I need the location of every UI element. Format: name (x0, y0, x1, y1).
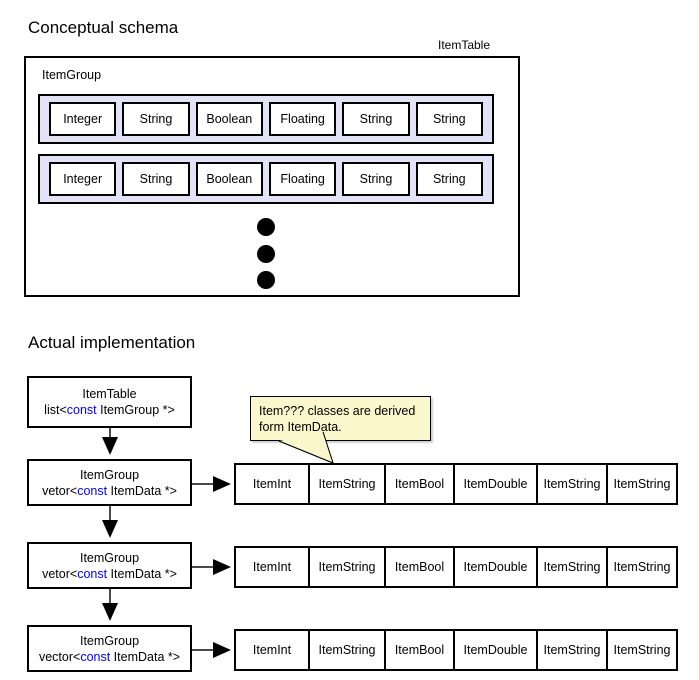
data-cell: ItemString (310, 465, 386, 503)
data-cell: ItemString (538, 548, 608, 586)
data-cell: ItemString (538, 465, 608, 503)
data-cell: ItemString (538, 631, 608, 669)
itemgroup-label: ItemGroup (42, 68, 102, 82)
itemtable-outer-label: ItemTable (438, 38, 491, 52)
conceptual-schema-heading: Conceptual schema (28, 18, 179, 37)
itemgroup-impl-title: ItemGroup (79, 550, 140, 565)
actual-implementation-heading: Actual implementation (28, 333, 196, 352)
itemgroup-band-1: Integer String Boolean Floating String S… (38, 94, 494, 144)
itemgroup-impl-title: ItemGroup (79, 467, 140, 482)
vertical-ellipsis-dot (257, 245, 275, 263)
const-keyword: const (66, 403, 97, 417)
itemtable-impl-title: ItemTable (82, 387, 137, 401)
itemgroup-band-2: Integer String Boolean Floating String S… (38, 154, 494, 204)
itemgroup-impl-box-1: ItemGroup vetor<const ItemData *> (27, 459, 192, 506)
data-cell: ItemDouble (455, 631, 538, 669)
data-cell: ItemBool (386, 631, 455, 669)
type-suffix: ItemData *> (107, 566, 177, 581)
type-cell: String (122, 162, 190, 196)
itemdata-row-1: ItemInt ItemString ItemBool ItemDouble I… (234, 463, 678, 505)
type-cell: String (415, 162, 483, 196)
data-cell: ItemDouble (455, 465, 538, 503)
itemgroup-impl-box-3: ItemGroup vector<const ItemData *> (27, 625, 192, 672)
itemtable-container: ItemGroup Integer String Boolean Floatin… (24, 56, 520, 297)
itemgroup-impl-type: vetor<const ItemData *> (42, 566, 177, 582)
type-cell: String (415, 102, 483, 136)
data-cell: ItemBool (386, 465, 455, 503)
callout-tail-left (278, 440, 334, 464)
const-keyword: const (77, 566, 108, 581)
data-cell: ItemString (613, 560, 671, 574)
type-suffix: ItemData *> (107, 483, 177, 498)
data-cell: ItemBool (386, 548, 455, 586)
data-cell: ItemInt (236, 465, 310, 503)
callout-line-2: form ItemData. (259, 420, 342, 434)
type-suffix: ItemData *> (110, 649, 181, 664)
const-keyword: const (77, 483, 108, 498)
vertical-ellipsis-dot (257, 271, 275, 289)
type-cell: Integer (49, 162, 117, 196)
itemgroup-impl-title: ItemGroup (79, 633, 140, 648)
data-cell: ItemInt (236, 631, 310, 669)
itemgroup-impl-type: vetor<const ItemData *> (42, 483, 177, 499)
vertical-ellipsis-dot (257, 218, 275, 236)
data-cell: ItemString (613, 643, 671, 657)
type-cell: String (122, 102, 190, 136)
data-cell: ItemDouble (455, 548, 538, 586)
type-cell: Floating (268, 102, 337, 136)
type-prefix: vetor< (42, 566, 78, 581)
type-cell: String (342, 162, 410, 196)
type-prefix: vetor< (42, 483, 78, 498)
itemtable-impl-type: list<const ItemGroup *> (44, 402, 175, 418)
data-cell: ItemString (310, 631, 386, 669)
callout-note: Item??? classes are derived form ItemDat… (250, 396, 431, 441)
itemtable-impl-box: ItemTable list<const ItemGroup *> (27, 376, 192, 428)
type-cell: Boolean (195, 162, 263, 196)
type-cell: Integer (49, 102, 117, 136)
data-cell: ItemString (310, 548, 386, 586)
type-prefix: vector< (38, 649, 81, 664)
itemgroup-impl-box-2: ItemGroup vetor<const ItemData *> (27, 542, 192, 589)
itemdata-row-3: ItemInt ItemString ItemBool ItemDouble I… (234, 629, 678, 671)
type-cell: String (342, 102, 410, 136)
callout-line-1: Item??? classes are derived (259, 404, 416, 418)
type-suffix: ItemGroup *> (96, 403, 175, 417)
itemgroup-impl-type: vector<const ItemData *> (39, 649, 180, 665)
const-keyword: const (80, 649, 111, 664)
itemdata-row-2: ItemInt ItemString ItemBool ItemDouble I… (234, 546, 678, 588)
type-cell: Boolean (195, 102, 263, 136)
type-cell: Floating (268, 162, 337, 196)
data-cell: ItemInt (236, 548, 310, 586)
type-prefix: list< (44, 403, 67, 417)
data-cell: ItemString (613, 477, 671, 491)
